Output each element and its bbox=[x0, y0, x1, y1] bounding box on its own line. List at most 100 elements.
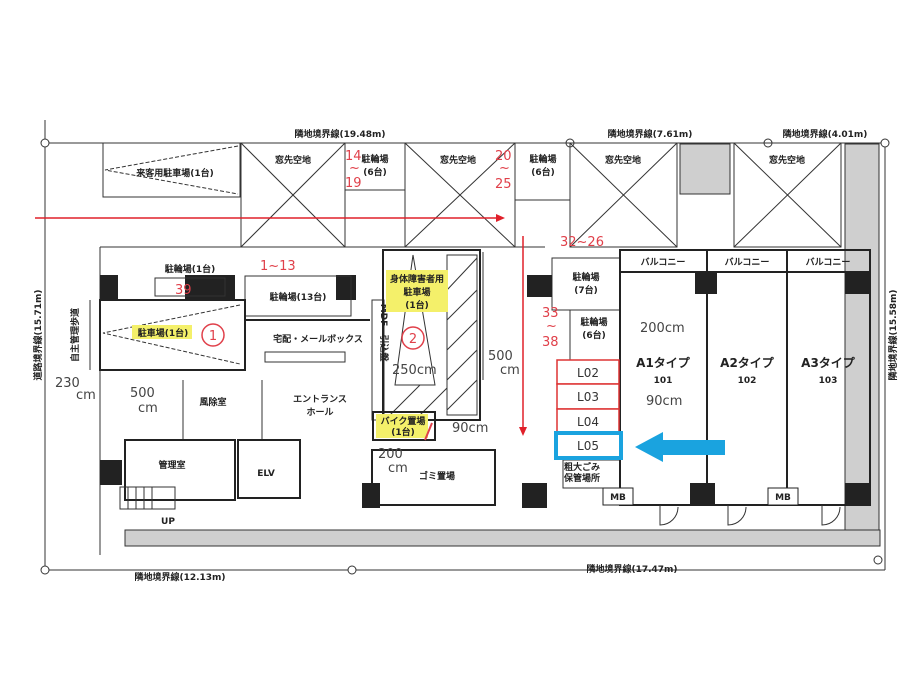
bike-parking-6-b: 駐輪場 (6台) bbox=[514, 142, 571, 201]
mb-label-1: MB bbox=[610, 493, 626, 503]
shaded-strip-bottom bbox=[124, 529, 881, 547]
bike-parking-1: 駐輪場(1台) bbox=[154, 263, 226, 297]
dim-250: 250cm bbox=[392, 363, 437, 378]
boundary-label-left: 道路境界線(15.71m) bbox=[32, 289, 44, 380]
disabled-parking: 身体障害者用 駐車場 (1台) 2 bbox=[382, 249, 481, 421]
annotation-33: 33 bbox=[542, 306, 559, 321]
window-space-1: 窓先空地 bbox=[240, 142, 346, 248]
dim-90-moto: 90cm bbox=[452, 421, 488, 436]
boundary-label-bottom-right: 隣地境界線(17.47m) bbox=[586, 563, 677, 575]
dim-200-moto-unit: cm bbox=[388, 461, 408, 476]
svg-text:(6台): (6台) bbox=[582, 329, 606, 341]
locker-l03[interactable]: L03 bbox=[556, 383, 620, 410]
svg-text:UP: UP bbox=[161, 517, 175, 527]
svg-text:宅配・メールボックス: 宅配・メールボックス bbox=[273, 333, 363, 345]
red-route-horizontal-arrow bbox=[35, 214, 505, 222]
svg-text:身体障害者用: 身体障害者用 bbox=[390, 273, 444, 285]
balcony-label-1: バルコニー bbox=[641, 257, 686, 268]
management-room: 管理室 bbox=[124, 439, 236, 501]
bike-parking-7: 駐輪場 (7台) bbox=[551, 257, 621, 311]
balcony-label-2: バルコニー bbox=[725, 257, 770, 268]
visitor-parking: 来客用駐車場(1台) bbox=[102, 142, 241, 198]
svg-text:駐輪場: 駐輪場 bbox=[580, 316, 607, 328]
mdf-room: MDF 引込盤 bbox=[371, 299, 390, 421]
units bbox=[602, 249, 871, 526]
boundary-label-bottom-left: 隣地境界線(12.13m) bbox=[134, 571, 225, 583]
svg-text:L03: L03 bbox=[577, 390, 599, 404]
svg-text:管理室: 管理室 bbox=[158, 459, 185, 471]
svg-text:駐輪場(13台): 駐輪場(13台) bbox=[270, 291, 327, 303]
svg-text:駐車場: 駐車場 bbox=[403, 286, 430, 298]
unit-type-103: A3タイプ bbox=[801, 355, 856, 370]
annotation-25: 25 bbox=[495, 177, 512, 192]
svg-text:(6台): (6台) bbox=[531, 166, 555, 178]
svg-text:粗大ごみ: 粗大ごみ bbox=[564, 461, 600, 473]
entrance-label-2: ホール bbox=[306, 407, 333, 418]
locker-l05-selected[interactable]: L05 bbox=[554, 431, 623, 460]
annotation-14: 14 bbox=[345, 149, 362, 164]
svg-text:(7台): (7台) bbox=[574, 284, 598, 296]
svg-text:(1台): (1台) bbox=[405, 299, 429, 311]
svg-text:駐輪場: 駐輪場 bbox=[361, 153, 388, 165]
annotation-38: 38 bbox=[542, 335, 559, 350]
annotation-14-tilde: ~ bbox=[349, 161, 360, 176]
annotation-32-26: 32~26 bbox=[560, 235, 604, 250]
balcony-label-3: バルコニー bbox=[806, 257, 851, 268]
unit-number-101: 101 bbox=[654, 376, 673, 386]
stairs: UP bbox=[119, 486, 176, 527]
svg-text:窓先空地: 窓先空地 bbox=[440, 154, 476, 166]
dim-90-unit: 90cm bbox=[646, 394, 682, 409]
parking-1: 駐車場(1台) 1 bbox=[99, 299, 246, 371]
svg-text:来客用駐車場(1台): 来客用駐車場(1台) bbox=[135, 167, 214, 179]
moto-parking: バイク置場 (1台) bbox=[372, 411, 436, 441]
circle-1-label: 1 bbox=[209, 329, 217, 344]
shaded-area bbox=[679, 143, 731, 195]
svg-text:ELV: ELV bbox=[257, 469, 275, 479]
shaded-strip-right bbox=[844, 143, 880, 545]
dim-230: 230 bbox=[55, 376, 80, 391]
annotation-39: 39 bbox=[175, 283, 192, 298]
svg-text:L05: L05 bbox=[577, 439, 599, 453]
svg-text:窓先空地: 窓先空地 bbox=[275, 154, 311, 166]
entrance-label-1: エントランス bbox=[293, 394, 347, 405]
dim-500-right-unit: cm bbox=[500, 363, 520, 378]
svg-text:L02: L02 bbox=[577, 366, 599, 380]
locker-l04[interactable]: L04 bbox=[556, 408, 620, 435]
window-space-3: 窓先空地 bbox=[569, 142, 678, 248]
boundary-label-top-right: 隣地境界線(4.01m) bbox=[783, 128, 868, 140]
svg-text:バイク置場: バイク置場 bbox=[381, 415, 426, 427]
svg-text:ゴミ置場: ゴミ置場 bbox=[419, 470, 455, 482]
garbage-room: ゴミ置場 bbox=[371, 449, 496, 506]
window-space-4: 窓先空地 bbox=[733, 142, 842, 248]
dim-500-left: 500 bbox=[130, 386, 155, 401]
bulky-waste-area: 粗大ごみ 保管場所 bbox=[562, 459, 621, 489]
svg-text:L04: L04 bbox=[577, 415, 599, 429]
boundary-label-top-left: 隣地境界線(19.48m) bbox=[294, 128, 385, 140]
svg-text:窓先空地: 窓先空地 bbox=[769, 154, 805, 166]
boundary-label-right: 隣地境界線(15.58m) bbox=[887, 289, 899, 380]
annotation-19: 19 bbox=[345, 176, 362, 191]
circle-2-label: 2 bbox=[409, 332, 417, 347]
svg-text:窓先空地: 窓先空地 bbox=[605, 154, 641, 166]
unit-number-103: 103 bbox=[819, 376, 838, 386]
dim-200-moto: 200 bbox=[378, 447, 403, 462]
annotation-1-13: 1~13 bbox=[260, 259, 296, 274]
annotation-20-tilde: ~ bbox=[499, 161, 510, 176]
elevator: ELV bbox=[237, 439, 301, 499]
annotation-20: 20 bbox=[495, 149, 512, 164]
blue-arrow-icon bbox=[635, 432, 725, 462]
svg-text:(1台): (1台) bbox=[391, 426, 415, 438]
dim-230-unit: cm bbox=[76, 388, 96, 403]
svg-text:駐輪場: 駐輪場 bbox=[572, 271, 599, 283]
mb-label-2: MB bbox=[775, 493, 791, 503]
vestibule-label: 風除室 bbox=[199, 396, 226, 408]
self-walkway-label: 自主管理歩道 bbox=[69, 308, 81, 362]
svg-text:駐輪場: 駐輪場 bbox=[529, 153, 556, 165]
svg-text:保管場所: 保管場所 bbox=[563, 472, 600, 484]
locker-l02[interactable]: L02 bbox=[556, 359, 620, 385]
svg-text:駐輪場(1台): 駐輪場(1台) bbox=[165, 263, 216, 275]
unit-number-102: 102 bbox=[738, 376, 757, 386]
unit-type-101: A1タイプ bbox=[636, 355, 691, 370]
svg-text:(6台): (6台) bbox=[363, 166, 387, 178]
